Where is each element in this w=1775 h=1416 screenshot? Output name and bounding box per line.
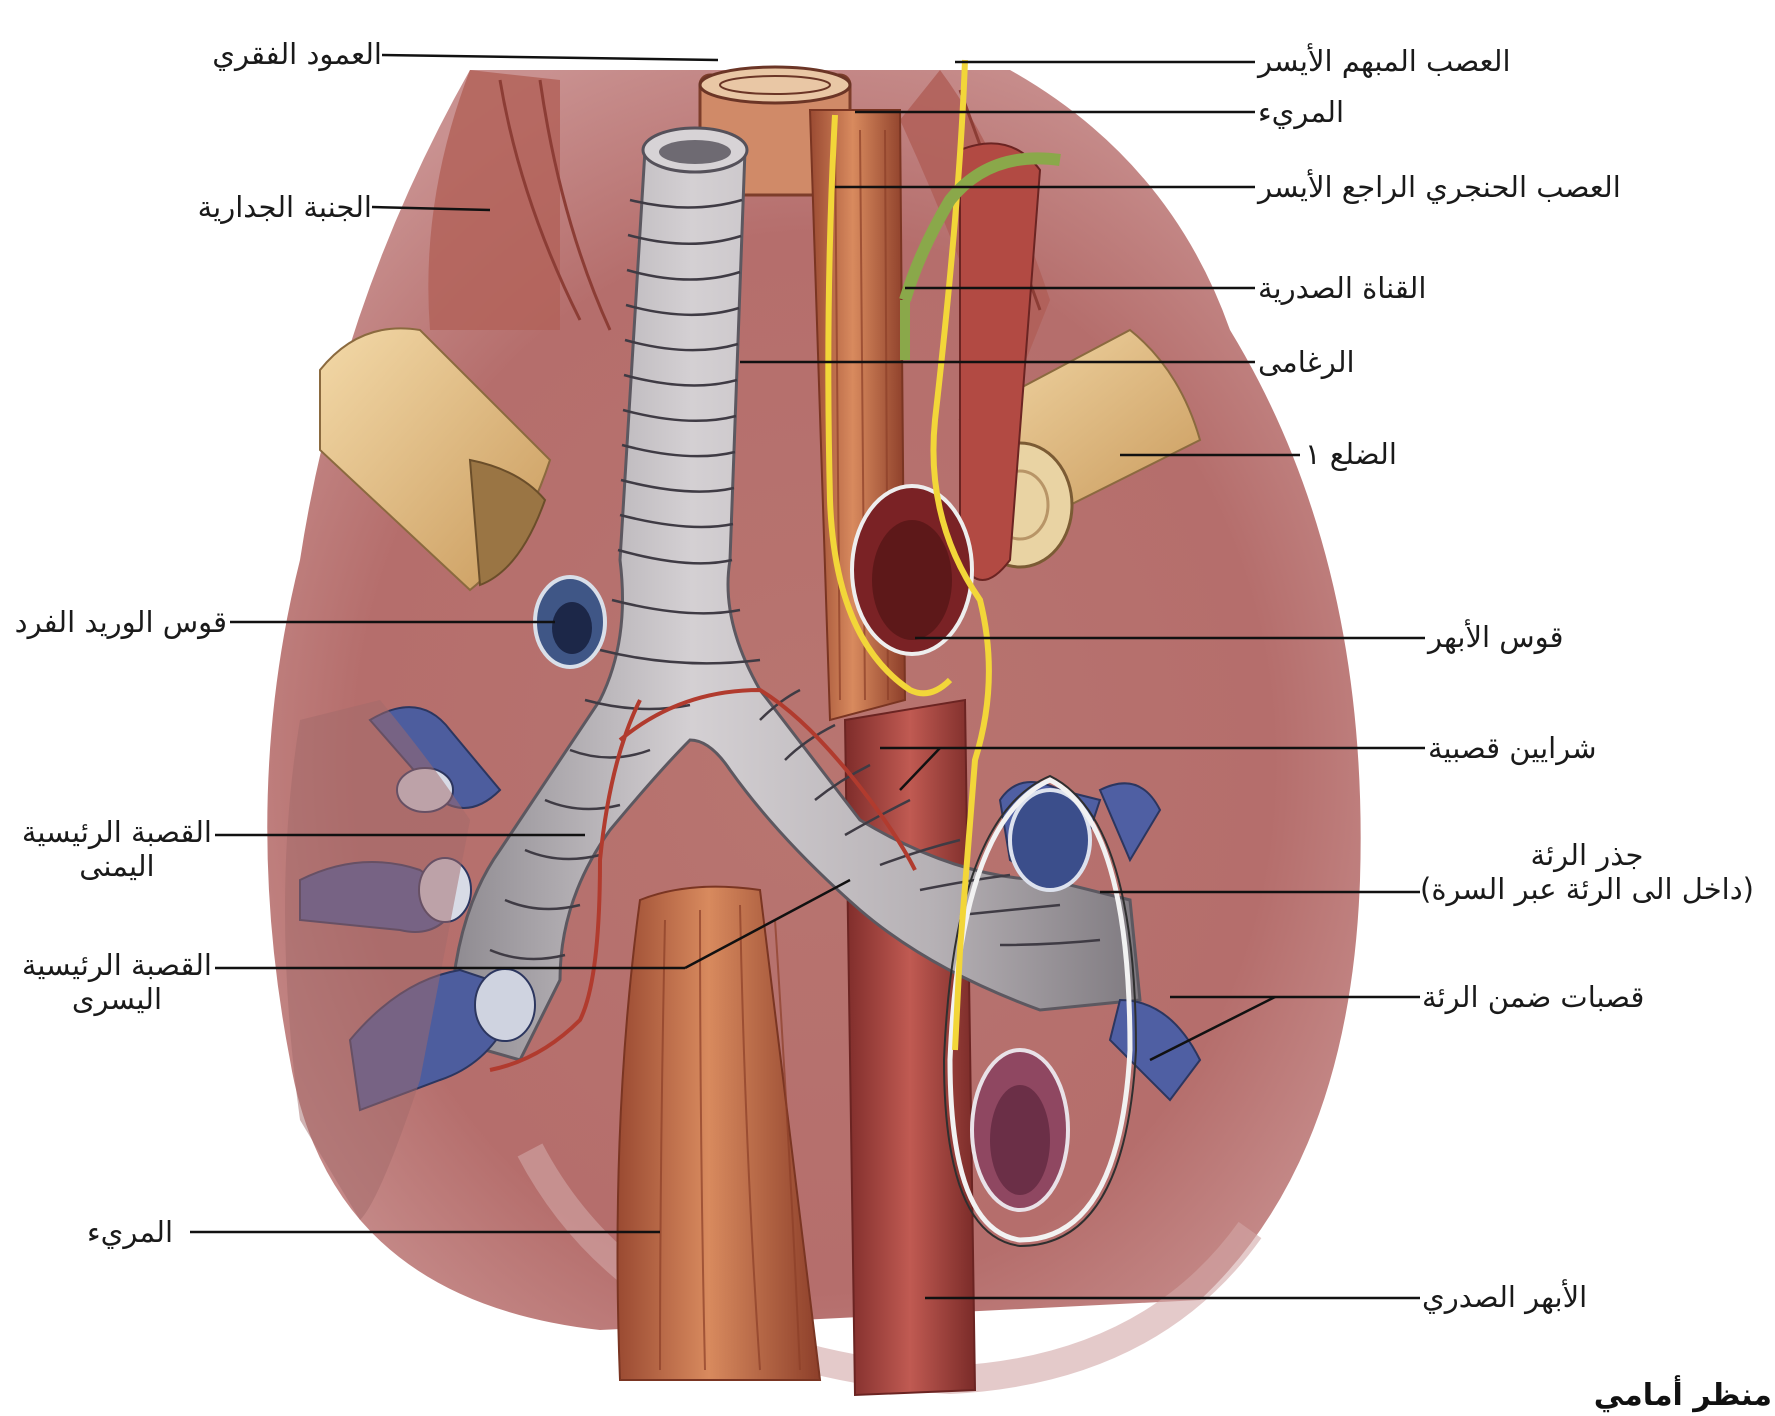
label-left-main-bronchus: القصبة الرئيسية اليسرى bbox=[22, 948, 212, 1016]
label-thoracic-aorta: الأبهر الصدري bbox=[1422, 1280, 1588, 1314]
label-left-vagus: العصب المبهم الأيسر bbox=[1258, 44, 1511, 78]
label-lung-root-line1: جذر الرئة bbox=[1530, 838, 1644, 872]
label-esophagus-lower: المريء bbox=[87, 1215, 173, 1249]
label-bronchial-arteries: شرايين قصبية bbox=[1428, 731, 1597, 765]
label-left-main-bronchus-line2: اليسرى bbox=[71, 982, 163, 1016]
label-right-main-bronchus-line2: اليمنى bbox=[79, 849, 155, 883]
right-lung-cut bbox=[285, 700, 470, 1220]
label-azygos-arch: قوس الوريد الفرد bbox=[14, 605, 227, 639]
label-lung-root-line2: (داخل الى الرئة عبر السرة) bbox=[1420, 872, 1754, 906]
esophagus-lower bbox=[616, 885, 822, 1381]
label-intrapulmonary-bronchi: قصبات ضمن الرئة bbox=[1422, 980, 1645, 1014]
label-trachea: الرغامى bbox=[1258, 345, 1355, 379]
label-lung-root: جذر الرئة (داخل الى الرئة عبر السرة) bbox=[1420, 838, 1754, 906]
label-left-recurrent-laryngeal: العصب الحنجري الراجع الأيسر bbox=[1258, 170, 1621, 204]
label-aortic-arch: قوس الأبهر bbox=[1428, 620, 1564, 654]
label-left-main-bronchus-line1: القصبة الرئيسية bbox=[21, 948, 212, 982]
label-thoracic-duct: القناة الصدرية bbox=[1258, 271, 1427, 305]
label-right-main-bronchus-line1: القصبة الرئيسية bbox=[21, 815, 212, 849]
view-caption: منظر أمامي bbox=[1593, 1378, 1772, 1413]
label-right-main-bronchus: القصبة الرئيسية اليمنى bbox=[22, 815, 212, 883]
thoracic-duct bbox=[899, 152, 1061, 302]
parietal-pleura-left bbox=[428, 70, 560, 330]
label-vertebral-column: العمود الفقري bbox=[212, 37, 382, 71]
left-lung-root-outline bbox=[947, 777, 1133, 1243]
label-parietal-pleura: الجنبة الجدارية bbox=[197, 190, 372, 224]
leader-lines bbox=[190, 53, 1425, 1300]
left-recurrent-laryngeal-nerve bbox=[825, 114, 953, 697]
label-rib-1: الضلع ١ bbox=[1305, 437, 1397, 471]
label-esophagus-upper: المريء bbox=[1258, 95, 1344, 129]
bronchial-arteries bbox=[489, 687, 917, 1072]
